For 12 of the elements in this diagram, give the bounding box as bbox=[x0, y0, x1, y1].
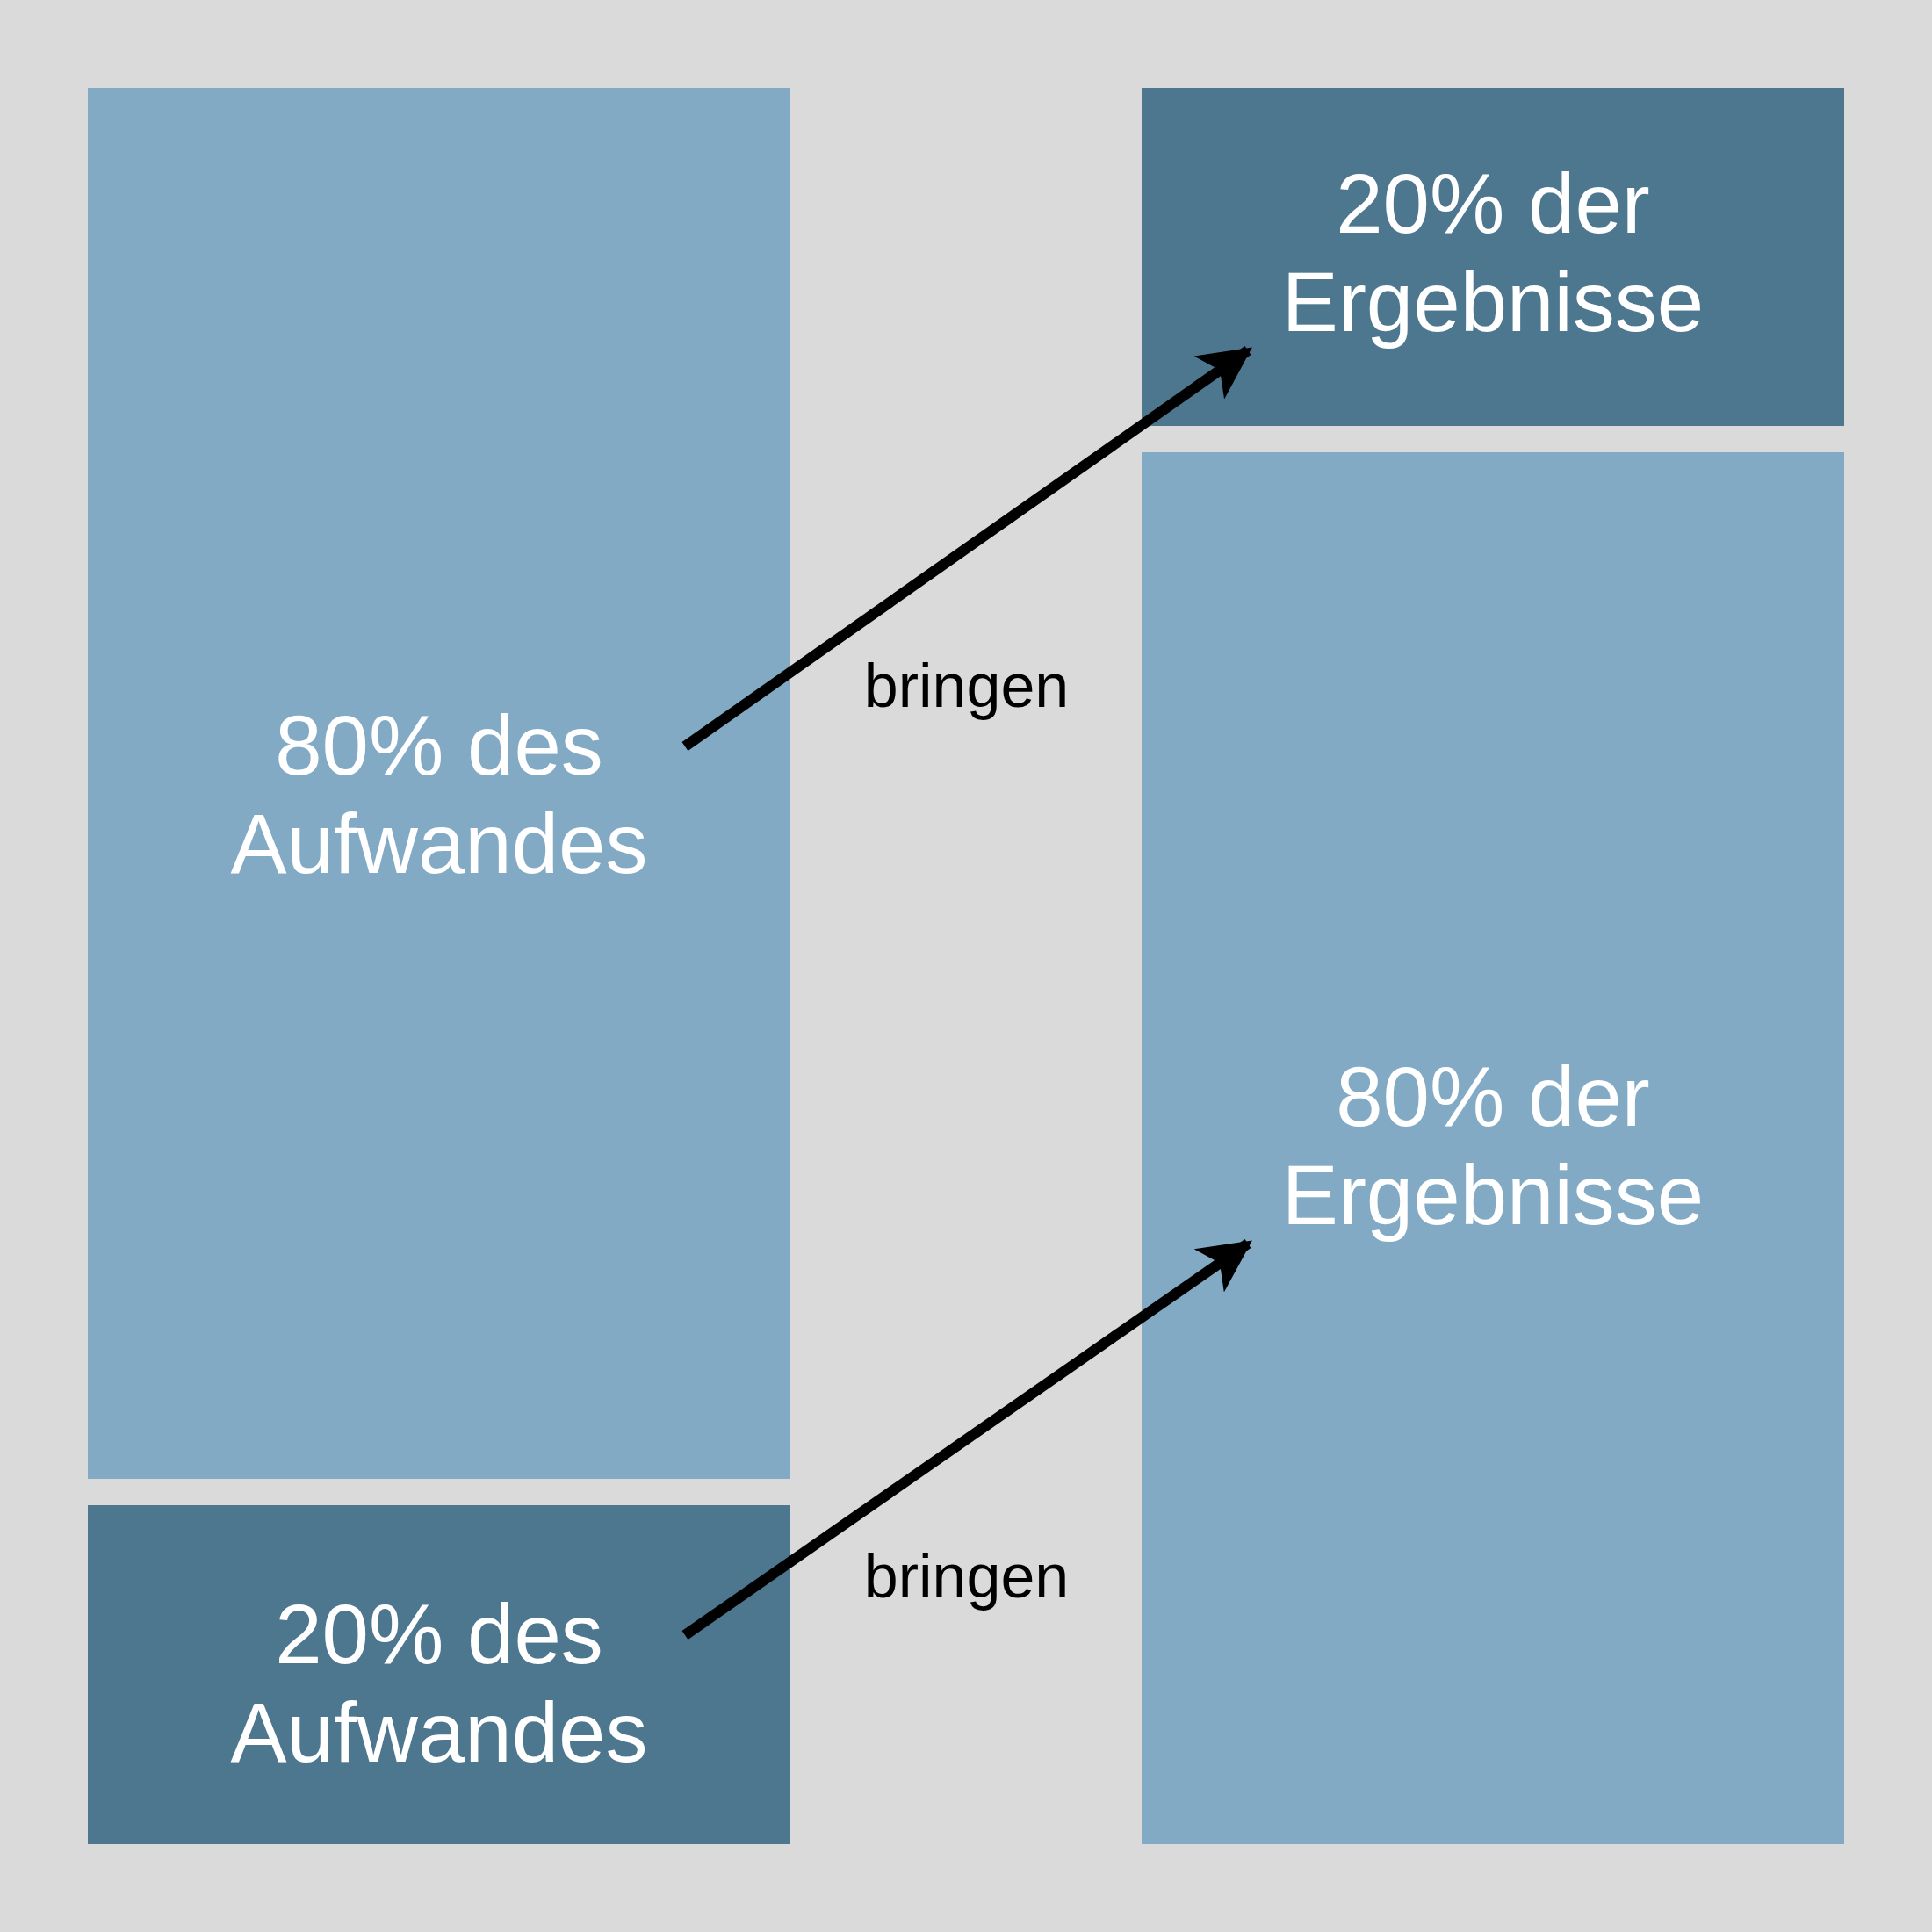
result-block bbox=[1142, 88, 1844, 426]
arrow bbox=[681, 346, 1252, 751]
effort-block bbox=[88, 88, 790, 1479]
effort-block bbox=[88, 1505, 790, 1844]
edge-label: bringen bbox=[863, 1541, 1070, 1611]
block-label: 80% des Aufwandes bbox=[229, 697, 649, 892]
edge-label: bringen bbox=[863, 650, 1070, 721]
result-block bbox=[1142, 452, 1844, 1844]
block-label: 20% der Ergebnisse bbox=[1280, 155, 1705, 350]
block-label: 20% des Aufwandes bbox=[229, 1586, 649, 1781]
arrow bbox=[681, 1239, 1252, 1640]
block-label: 80% der Ergebnisse bbox=[1280, 1049, 1705, 1244]
